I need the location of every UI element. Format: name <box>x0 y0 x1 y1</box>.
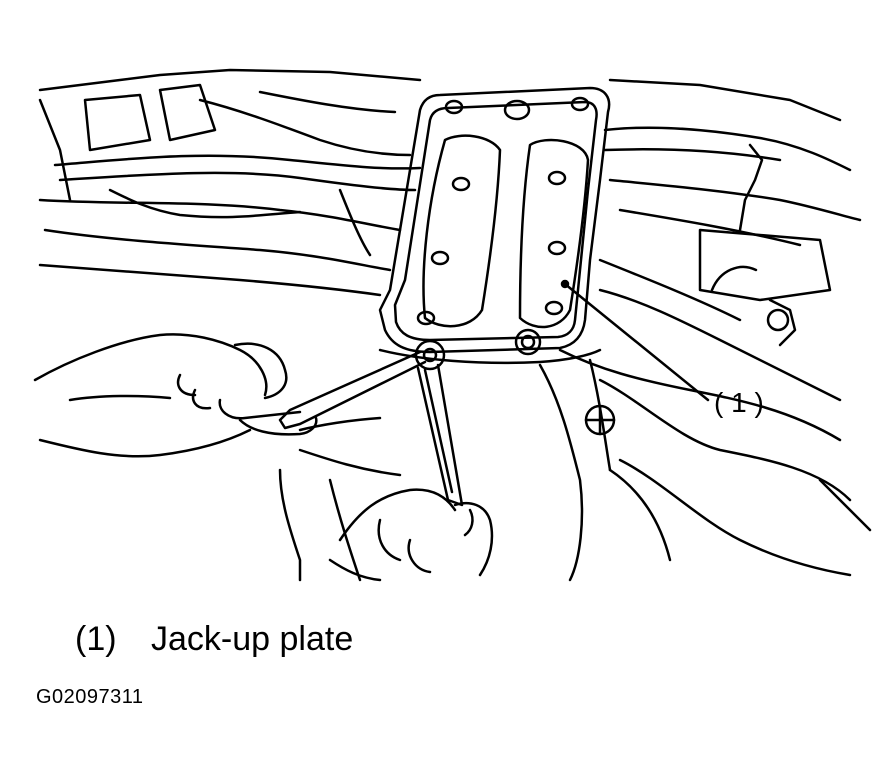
wrench <box>416 363 464 507</box>
extension-bar <box>278 350 427 430</box>
jack-up-plate-illustration: ( 1 ) <box>33 68 872 582</box>
figure-id: G02097311 <box>36 686 144 708</box>
callout-label-1: ( 1 ) <box>714 387 764 418</box>
right-hand <box>328 488 494 582</box>
callout-leader-line <box>563 282 710 402</box>
legend: (1) Jack-up plate <box>75 620 353 659</box>
legend-number: (1) <box>75 620 117 658</box>
jack-up-plate <box>378 86 611 371</box>
legend-text: Jack-up plate <box>151 620 354 658</box>
vehicle-underbody-lines <box>38 68 872 577</box>
transmission-housing-lines <box>278 348 672 582</box>
left-hand <box>33 333 318 458</box>
